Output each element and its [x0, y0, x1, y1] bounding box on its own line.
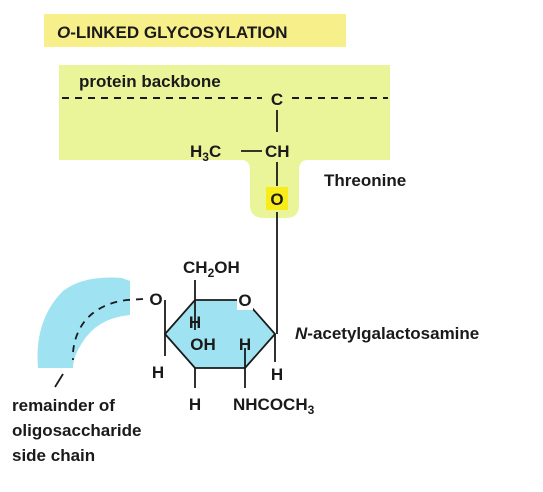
- glycosidic-oxygen-mask: [148, 288, 164, 308]
- sugar-name-italic: N: [295, 324, 308, 343]
- oxygen-highlight: [266, 187, 288, 210]
- protein-backbone-region: [59, 65, 390, 218]
- c1-h: H: [271, 365, 283, 384]
- oligosaccharide-dashed-link: [72, 298, 144, 361]
- oligosaccharide-caption-line2: oligosaccharide: [12, 421, 141, 440]
- nhcoch3-label: NHCOCH3: [233, 395, 315, 417]
- c4-oh: OH: [190, 335, 216, 354]
- ring-oxygen: O: [238, 291, 251, 310]
- protein-backbone-label: protein backbone: [79, 72, 221, 91]
- alpha-carbon: C: [271, 90, 283, 109]
- oligosaccharide-caption-line3: side chain: [12, 446, 95, 465]
- title-background: [44, 14, 346, 47]
- threonine-label: Threonine: [324, 171, 406, 190]
- oligosaccharide-pointer: [54, 373, 64, 388]
- title-italic-o: O: [57, 23, 70, 42]
- oligosaccharide-caption-line1: remainder of: [12, 396, 115, 415]
- side-chain-carbon: CH: [265, 142, 290, 161]
- sugar-name-rest: -acetylgalactosamine: [307, 324, 479, 343]
- title-rest: -LINKED GLYCOSYLATION: [70, 23, 287, 42]
- glycosidic-oxygen: O: [149, 290, 162, 309]
- methyl-group: H3C: [190, 142, 221, 164]
- threonine-oxygen: O: [270, 190, 283, 209]
- ring-oxygen-mask: [237, 290, 253, 310]
- sugar-name-label: N-acetylgalactosamine: [295, 324, 479, 343]
- ch2oh-label: CH2OH: [183, 258, 240, 280]
- sugar-ring: [163, 299, 277, 369]
- c3-h-mid: H: [239, 335, 251, 354]
- title: O-LINKED GLYCOSYLATION: [57, 23, 287, 42]
- c4-h: H: [189, 313, 201, 332]
- c3-h: H: [189, 395, 201, 414]
- c5-h: H: [152, 363, 164, 382]
